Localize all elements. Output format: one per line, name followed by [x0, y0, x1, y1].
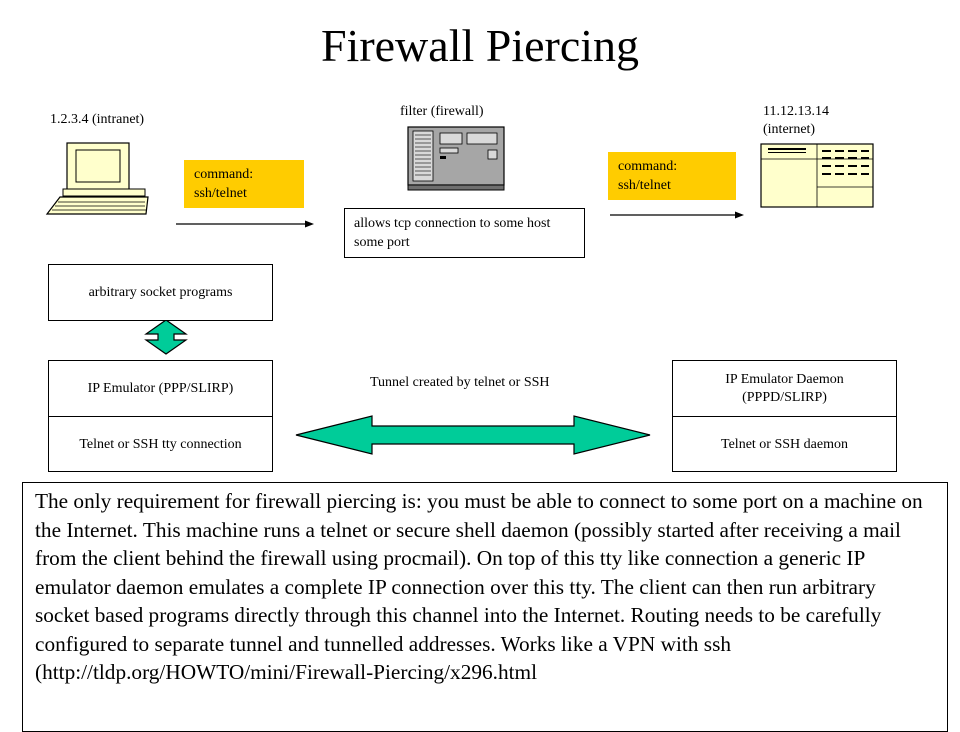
command-note-right: command: ssh/telnet: [608, 152, 736, 200]
client-stack-box: IP Emulator (PPP/SLIRP) Telnet or SSH tt…: [48, 360, 273, 472]
server-stack-box: IP Emulator Daemon (PPPD/SLIRP) Telnet o…: [672, 360, 897, 472]
firewall-server-icon: [407, 126, 505, 191]
arrow-client-to-firewall: [176, 220, 314, 228]
internet-host-label-line1: 11.12.13.14: [763, 104, 829, 119]
desktop-computer-icon: [45, 142, 149, 215]
firewall-label: filter (firewall): [400, 104, 484, 119]
vertical-double-arrow: [144, 319, 188, 355]
arrow-firewall-to-internet: [610, 211, 744, 219]
tty-connection-cell: Telnet or SSH tty connection: [79, 436, 242, 452]
tunnel-label: Tunnel created by telnet or SSH: [370, 375, 550, 390]
internet-host-icon: [760, 143, 874, 208]
intranet-host-label: 1.2.3.4 (intranet): [50, 112, 145, 127]
tunnel-double-arrow: [295, 415, 651, 455]
ip-emulator-cell: IP Emulator (PPP/SLIRP): [49, 361, 272, 417]
internet-host-label-line2: (internet): [763, 122, 816, 137]
command-note-right-line1: command:: [618, 159, 678, 174]
command-note-right-line2: ssh/telnet: [618, 178, 671, 193]
ip-emulator-daemon-cell: IP Emulator Daemon (PPPD/SLIRP): [673, 361, 896, 417]
description-box: The only requirement for firewall pierci…: [22, 482, 948, 732]
daemon-cell: Telnet or SSH daemon: [721, 436, 848, 452]
command-note-left-line2: ssh/telnet: [194, 186, 247, 201]
command-note-left-line1: command:: [194, 167, 254, 182]
firewall-rule-box: allows tcp connection to some host some …: [344, 208, 585, 258]
slide-title: Firewall Piercing: [320, 20, 640, 71]
command-note-left: command: ssh/telnet: [184, 160, 304, 208]
socket-programs-box: arbitrary socket programs: [48, 264, 273, 321]
